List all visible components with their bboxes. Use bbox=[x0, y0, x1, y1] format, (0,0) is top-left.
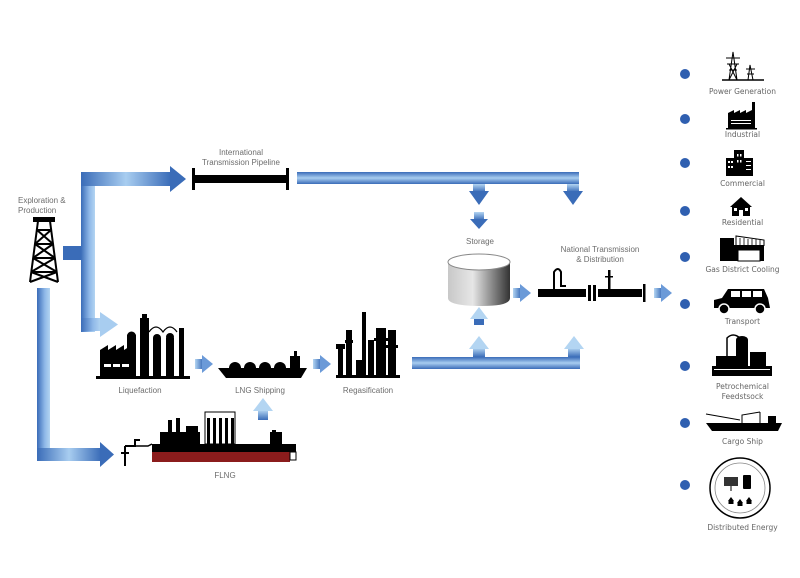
bullet-gas-district-cooling bbox=[680, 252, 690, 262]
regasification-label: Regasification bbox=[342, 386, 394, 395]
bullet-distributed-energy bbox=[680, 480, 690, 490]
arrow-flng-to-lng bbox=[253, 398, 273, 411]
oil-derrick-icon bbox=[29, 217, 59, 283]
end-use-label: Petrochemical Feedstsock bbox=[695, 382, 790, 402]
bullet-petrochemical bbox=[680, 361, 690, 371]
national-pipeline-icon bbox=[538, 268, 646, 302]
arrow-liq-to-lng bbox=[202, 355, 213, 373]
lng-shipping-label: LNG Shipping bbox=[235, 386, 285, 395]
arrow-lng-to-regas bbox=[320, 355, 331, 373]
label-line: Feedstsock bbox=[721, 392, 764, 401]
arrow-to-liquefaction bbox=[100, 312, 118, 337]
arrow-up-storage-1 bbox=[469, 336, 489, 349]
national-transmission-label: National Transmission & Distribution bbox=[550, 245, 650, 265]
flow-arrows bbox=[37, 166, 672, 467]
arrow-up-storage-2 bbox=[470, 307, 488, 319]
end-use-label: Cargo Ship bbox=[722, 437, 763, 446]
cooling-plant-icon bbox=[720, 235, 765, 262]
bottom-bus bbox=[412, 357, 580, 369]
end-use-label: Residential bbox=[721, 218, 764, 227]
end-use-label: Power Generation bbox=[709, 87, 776, 96]
office-building-icon bbox=[726, 150, 753, 176]
label-line: & Distribution bbox=[576, 255, 624, 264]
label-line: Transmission Pipeline bbox=[202, 158, 280, 167]
end-use-label: Commercial bbox=[720, 179, 765, 188]
top-bus bbox=[297, 172, 579, 184]
car-icon bbox=[714, 289, 770, 315]
regasification-plant-icon bbox=[336, 312, 400, 378]
arrow-down-storage-1 bbox=[469, 191, 489, 205]
bullet-commercial bbox=[680, 158, 690, 168]
petrochemical-plant-icon bbox=[712, 334, 772, 376]
liquefaction-plant-icon bbox=[96, 314, 190, 379]
end-use-label: Gas District Cooling bbox=[705, 265, 780, 274]
cargo-ship-icon bbox=[705, 411, 782, 431]
house-icon bbox=[730, 197, 752, 216]
flng-vessel-icon bbox=[121, 411, 297, 466]
storage-label: Storage bbox=[465, 237, 495, 246]
label-line: National Transmission bbox=[560, 245, 640, 254]
power-tower-icon bbox=[722, 51, 764, 81]
exploration-production-label: Exploration & Production bbox=[18, 196, 66, 216]
arrow-ntd-to-enduse bbox=[661, 284, 672, 302]
bullet-residential bbox=[680, 206, 690, 216]
trunk-vertical bbox=[81, 172, 95, 332]
arrow-to-itp bbox=[170, 166, 186, 192]
arrow-to-flng bbox=[100, 442, 114, 467]
end-use-label: Transport bbox=[724, 317, 761, 326]
trunk-to-flng bbox=[37, 288, 50, 460]
bullet-transport bbox=[680, 299, 690, 309]
pipeline-icon bbox=[192, 168, 289, 190]
bullet-cargo-ship bbox=[680, 418, 690, 428]
label-line: International bbox=[218, 148, 264, 157]
factory-icon bbox=[726, 102, 757, 130]
distributed-energy-icon bbox=[709, 457, 771, 519]
end-use-label: Industrial bbox=[724, 130, 761, 139]
bullet-power-generation bbox=[680, 69, 690, 79]
arrow-storage-to-ntd bbox=[520, 284, 531, 302]
arrow-down-ntd bbox=[563, 191, 583, 205]
label-line: Production bbox=[18, 206, 57, 215]
label-line: Petrochemical bbox=[715, 382, 769, 391]
lng-ship-icon bbox=[218, 351, 307, 378]
flng-label: FLNG bbox=[214, 471, 236, 480]
arrow-up-ntd bbox=[564, 336, 584, 349]
liquefaction-label: Liquefaction bbox=[118, 386, 162, 395]
label-line: Exploration & bbox=[18, 196, 66, 205]
storage-tank-icon bbox=[447, 253, 511, 306]
end-use-label: Distributed Energy bbox=[707, 523, 778, 532]
arrow-down-storage-2 bbox=[470, 219, 488, 229]
international-pipeline-label: International Transmission Pipeline bbox=[196, 148, 286, 168]
bullet-industrial bbox=[680, 114, 690, 124]
ep-stub bbox=[63, 246, 85, 260]
